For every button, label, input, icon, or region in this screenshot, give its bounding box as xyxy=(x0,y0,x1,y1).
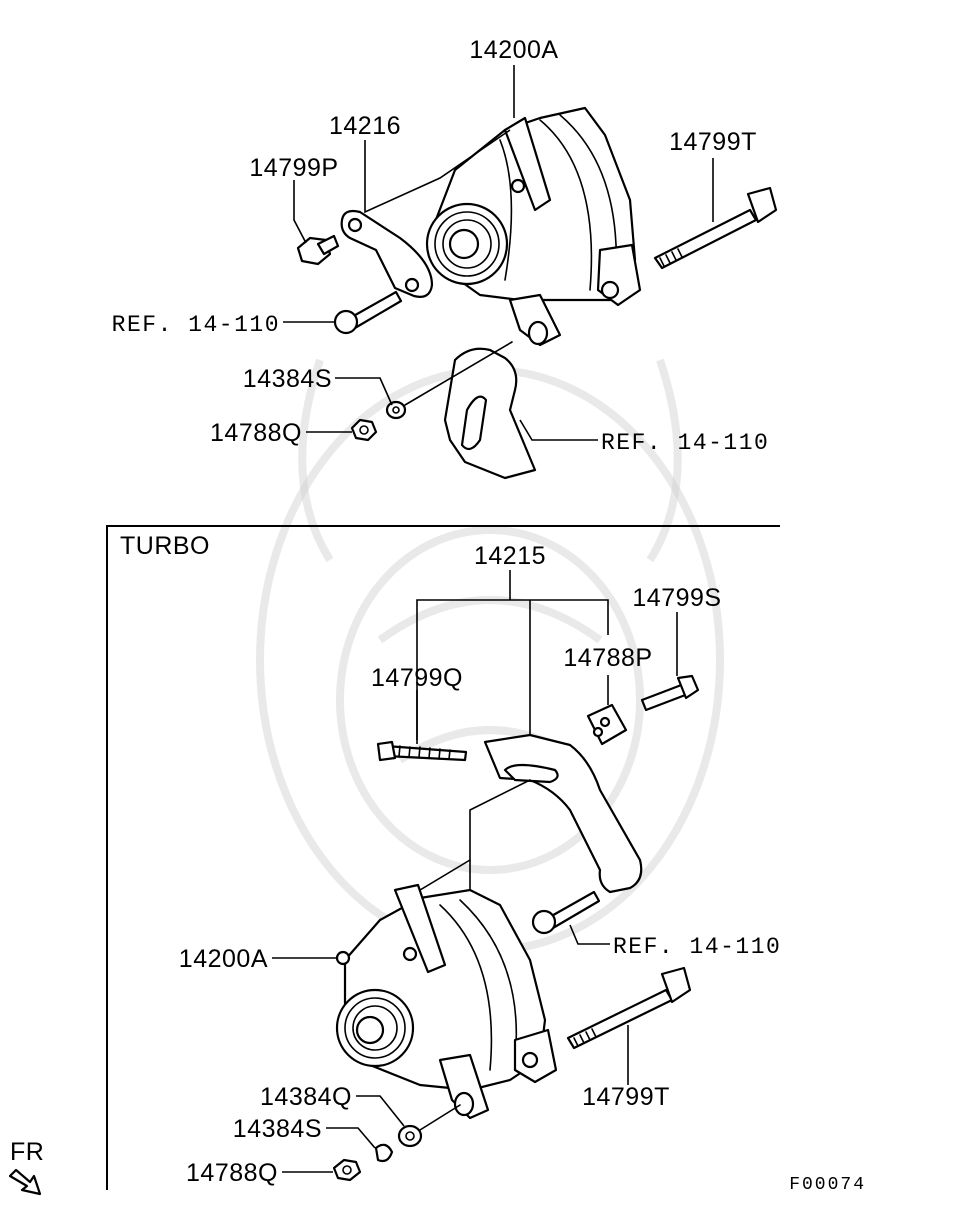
washer-14384s-top xyxy=(385,400,407,420)
washer-14384s-turbo xyxy=(374,1143,394,1163)
stud-14799q xyxy=(376,740,468,762)
turbo-frame xyxy=(106,525,780,1190)
label-14384q: 14384Q xyxy=(260,1083,352,1111)
label-14200a-turbo: 14200A xyxy=(179,945,268,973)
front-arrow-icon xyxy=(8,1168,42,1196)
nut-14788q-top xyxy=(350,418,378,442)
bolt-ref-top xyxy=(333,290,403,335)
label-ref-bolt-turbo: REF. 14-110 xyxy=(613,934,781,960)
label-14799t-top: 14799T xyxy=(669,128,757,156)
label-14215: 14215 xyxy=(474,542,546,570)
bracket-14215 xyxy=(419,733,643,894)
section-label-turbo: TURBO xyxy=(120,532,210,560)
direction-label: FR xyxy=(10,1138,44,1166)
label-14384s-turbo: 14384S xyxy=(233,1115,322,1143)
alternator-turbo xyxy=(335,883,558,1120)
label-14799t-turbo: 14799T xyxy=(582,1083,670,1111)
block-14788p xyxy=(586,703,628,746)
label-ref-bracket-top: REF. 14-110 xyxy=(601,430,769,456)
leaders-turbo xyxy=(272,570,678,1173)
bolt-14799t-top xyxy=(653,186,778,270)
figure-code: F00074 xyxy=(789,1175,866,1195)
label-14788q-turbo: 14788Q xyxy=(186,1159,278,1187)
label-14384s-top: 14384S xyxy=(243,365,332,393)
label-14799q: 14799Q xyxy=(371,664,463,692)
label-ref-bolt-top: REF. 14-110 xyxy=(112,312,280,338)
bracket-14216 xyxy=(340,209,434,298)
label-14799p: 14799P xyxy=(249,154,338,182)
centerline-turbo xyxy=(419,1104,461,1131)
bracket-ref-top xyxy=(404,341,537,480)
washer-14384q xyxy=(397,1124,423,1148)
bolt-14799s xyxy=(640,674,700,712)
label-14200a-top: 14200A xyxy=(469,36,558,64)
bolt-14799p xyxy=(296,234,340,266)
label-14216: 14216 xyxy=(329,112,401,140)
leaders-top xyxy=(283,65,714,441)
alternator-top xyxy=(425,106,642,347)
nut-14788q-turbo xyxy=(332,1158,362,1182)
bolt-14799t-turbo xyxy=(566,966,692,1050)
bolt-ref-turbo xyxy=(531,890,601,935)
label-14788q-top: 14788Q xyxy=(210,419,302,447)
label-14799s: 14799S xyxy=(632,584,721,612)
label-14788p: 14788P xyxy=(563,644,652,672)
